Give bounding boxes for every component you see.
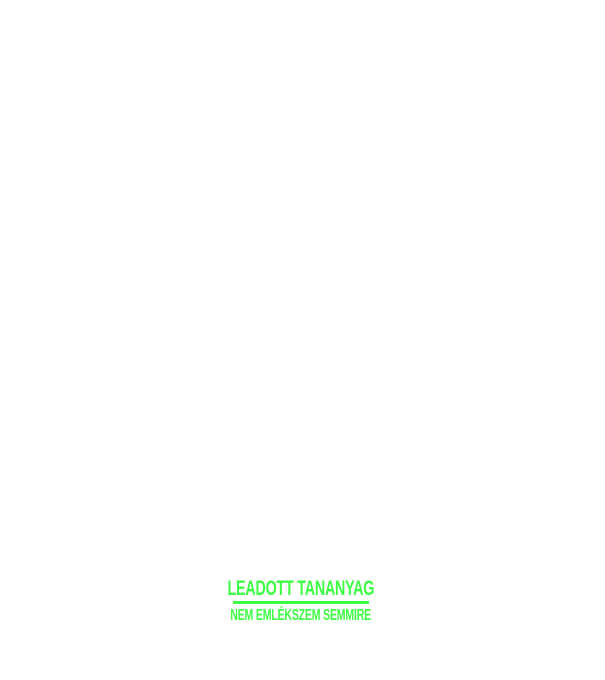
caption-top-text: LEADOTT TANANYAG	[227, 577, 375, 600]
caption-label: LEADOTT TANANYAG NEM EMLÉKSZEM SEMMIRE	[228, 578, 375, 625]
caption-divider	[233, 601, 369, 604]
caption-bottom-text: NEM EMLÉKSZEM SEMMIRE	[230, 607, 372, 624]
